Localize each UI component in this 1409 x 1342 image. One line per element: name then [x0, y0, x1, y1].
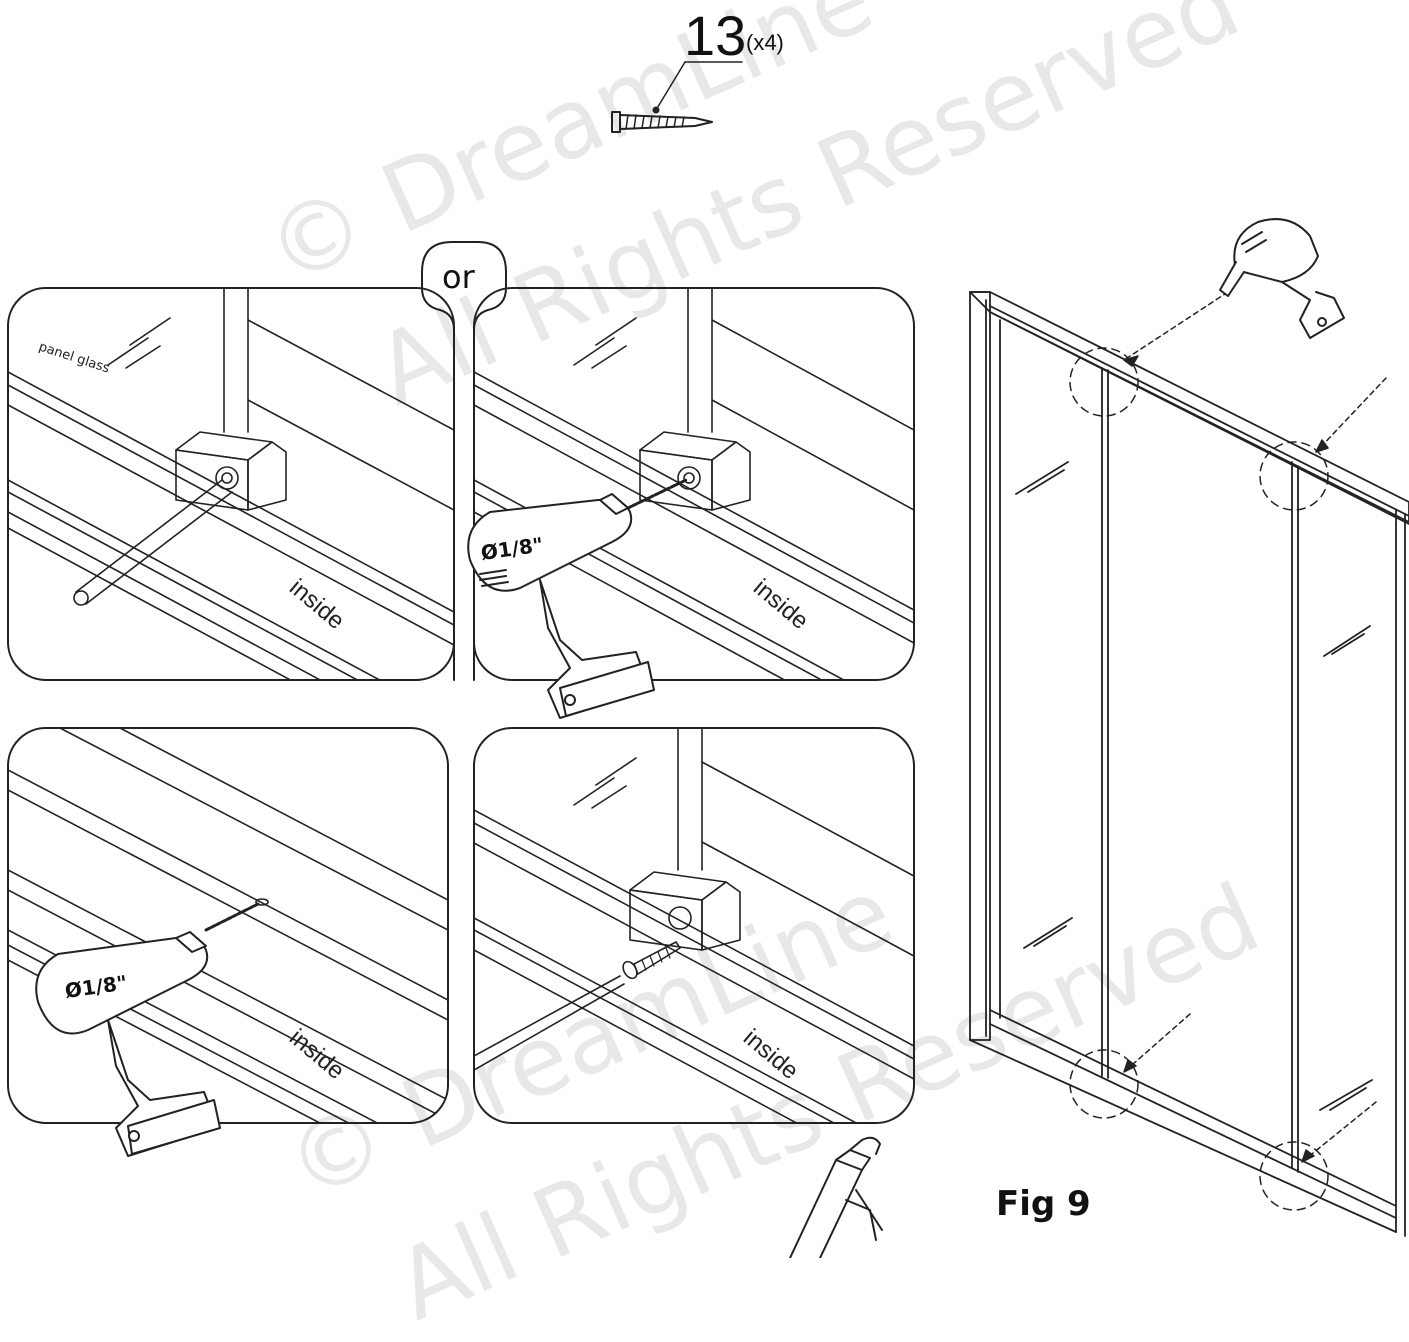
drill-icon [1219, 218, 1345, 339]
label-panel-glass: panel glass [37, 340, 112, 377]
panel-step-mark-hole: panel glass inside [7, 287, 455, 681]
label-inside-4: inside [738, 1024, 803, 1085]
part-quantity: (x4) [746, 30, 784, 55]
panel-step-drill-track: inside Ø1/8" [7, 727, 449, 1157]
panel-step-drill-block: inside Ø1/8" [467, 287, 915, 719]
screw-callout [611, 61, 743, 133]
label-inside-3: inside [284, 1024, 349, 1085]
assembly-diagram: panel glass inside [7, 61, 1409, 1258]
or-connector [421, 241, 507, 681]
figure-label: Fig 9 [996, 1184, 1091, 1224]
or-label: or [442, 258, 475, 296]
panel-step-fasten-screw: inside [473, 727, 915, 1124]
part-number: 13 [684, 4, 747, 67]
drill-icon [467, 493, 655, 719]
screw-icon [611, 111, 713, 133]
shower-door-assembly [969, 218, 1409, 1237]
caulk-gun-icon [789, 1136, 883, 1258]
drill-icon [35, 931, 221, 1157]
